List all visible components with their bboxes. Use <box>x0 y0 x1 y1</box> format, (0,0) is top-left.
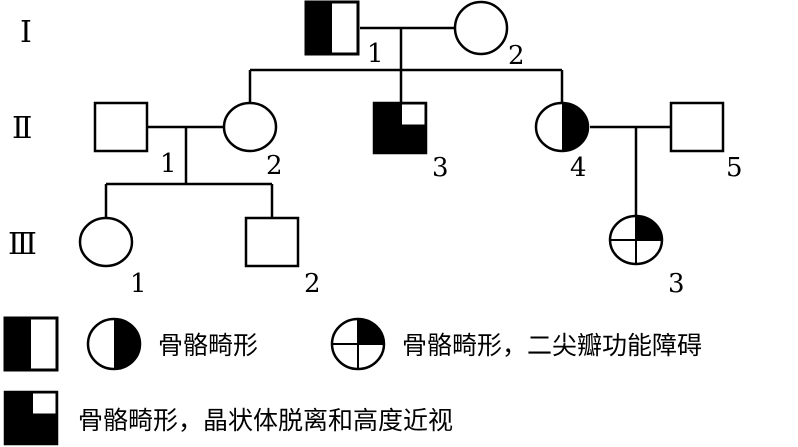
label-I2: 2 <box>508 41 525 71</box>
label-II1: 1 <box>160 149 177 179</box>
individual-I2 <box>453 0 509 56</box>
label-II5: 5 <box>726 153 743 183</box>
legend-label-skeletal: 骨骼畸形 <box>158 331 258 360</box>
left-half-fill <box>307 3 332 53</box>
label-II4: 4 <box>570 153 587 183</box>
upper-right-white-box <box>402 104 425 125</box>
individual-II3 <box>372 101 428 155</box>
label-II2: 2 <box>266 151 283 181</box>
male-square <box>93 101 149 153</box>
legend-symbol-female-mitral <box>330 317 386 371</box>
label-II3: 3 <box>432 153 449 183</box>
individual-II5 <box>669 101 725 153</box>
individual-III1 <box>78 216 134 268</box>
legend-symbol-female-skeletal <box>86 317 142 371</box>
individual-II1 <box>93 101 149 153</box>
upper-right-quadrant-fill <box>636 216 662 240</box>
generation-label-2: Ⅱ <box>12 111 32 146</box>
label-I1: 1 <box>367 39 384 69</box>
right-half-fill <box>562 103 588 151</box>
legend: 骨骼畸形 骨骼畸形，二尖瓣功能障碍 骨骼畸形，晶状体脱离和高度近视 <box>3 316 702 446</box>
female-circle <box>222 101 278 153</box>
female-circle <box>78 216 134 268</box>
pedigree-lines <box>104 26 670 218</box>
male-square <box>244 216 300 268</box>
label-III2: 2 <box>304 269 321 299</box>
legend-label-lens: 骨骼畸形，晶状体脱离和高度近视 <box>78 406 453 435</box>
generation-label-3: Ⅲ <box>8 227 37 262</box>
individual-II2 <box>222 101 278 153</box>
male-square <box>669 101 725 153</box>
label-III3: 3 <box>668 269 685 299</box>
female-circle <box>453 0 509 56</box>
individual-I1 <box>304 0 360 56</box>
legend-label-mitral: 骨骼畸形，二尖瓣功能障碍 <box>402 331 702 360</box>
legend-symbol-male-skeletal <box>3 316 59 372</box>
individual-III2 <box>244 216 300 268</box>
legend-symbol-male-lens <box>3 390 59 446</box>
generation-label-1: Ⅰ <box>20 15 32 50</box>
individual-II4 <box>534 101 590 153</box>
individual-III3 <box>608 214 664 266</box>
label-III1: 1 <box>130 269 147 299</box>
